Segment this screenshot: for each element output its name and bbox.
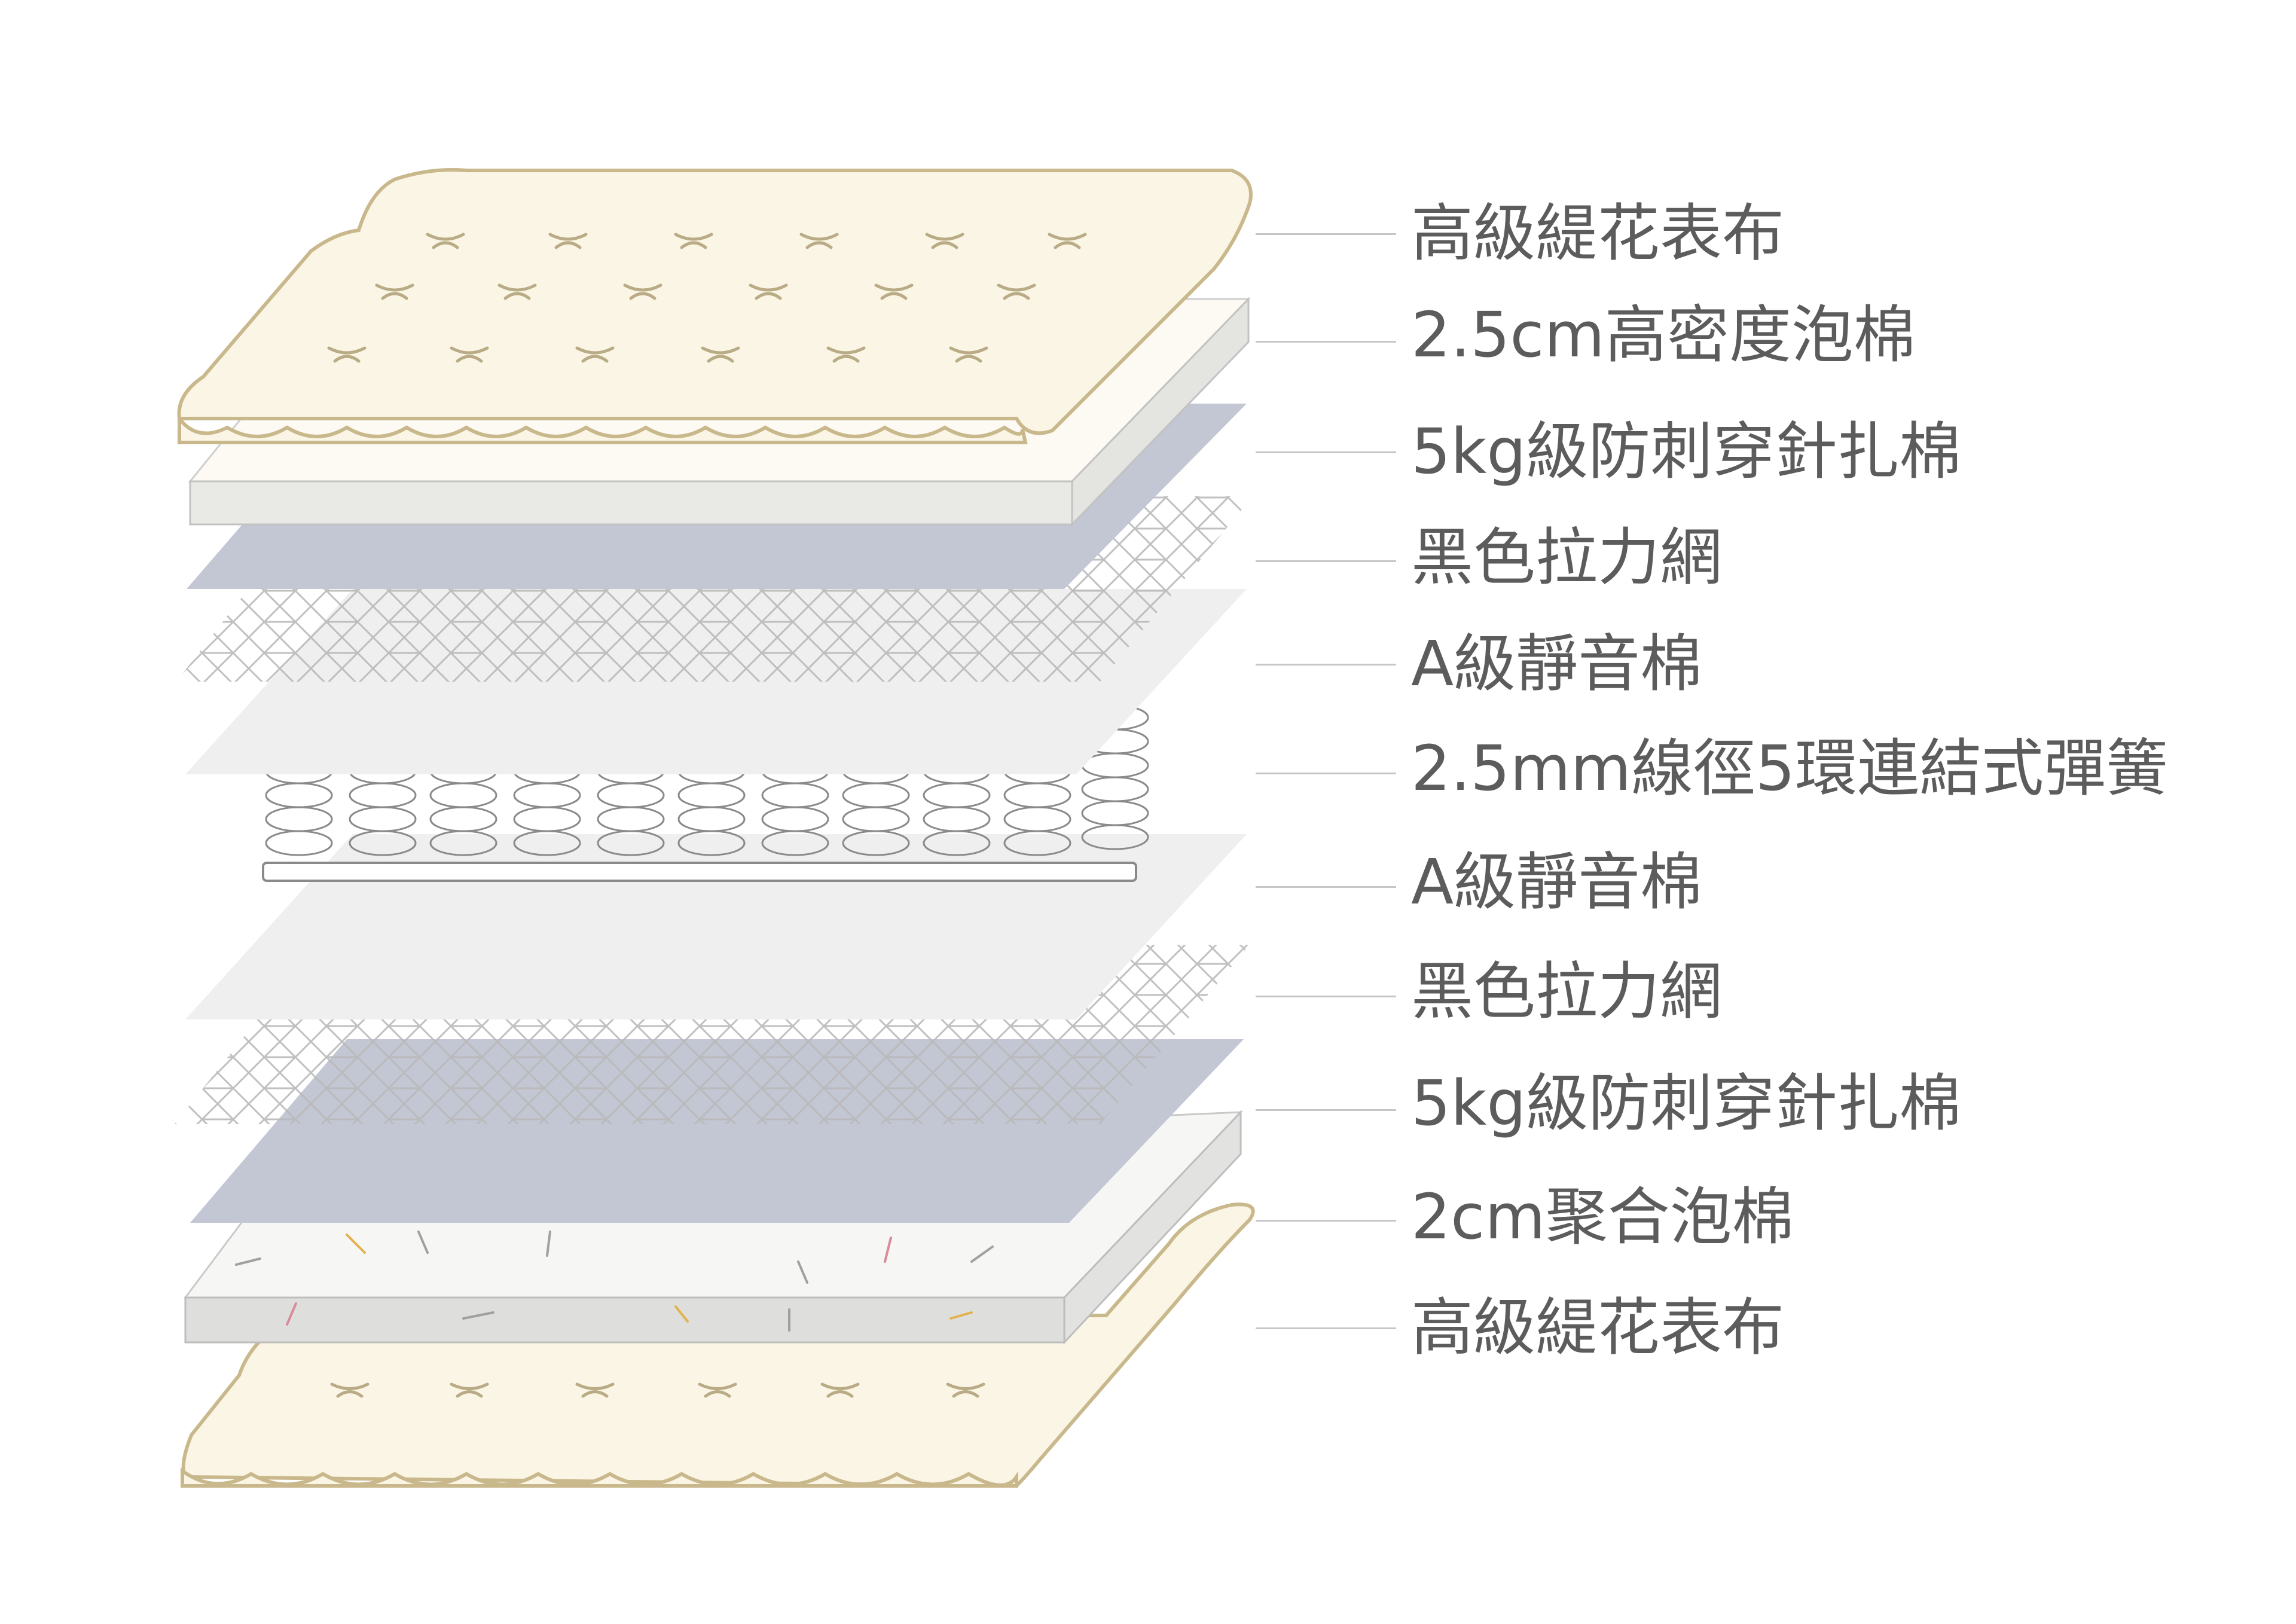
leader-line <box>1256 664 1396 666</box>
label-lower-silent-cotton: A級靜音棉 <box>1411 845 1703 918</box>
leader-line <box>1256 886 1396 888</box>
spring-coil <box>429 806 497 832</box>
bottom-jacquard-fabric-layer <box>181 1202 1255 1488</box>
tuft-stitch <box>1048 233 1087 249</box>
tuft-stitch <box>497 283 537 300</box>
spring-coil <box>677 806 746 832</box>
spring-coil <box>349 806 417 832</box>
label-lower-puncture-felt: 5kg級防刺穿針扎棉 <box>1411 1067 1962 1140</box>
top-jacquard-fabric-layer <box>177 168 1253 444</box>
tuft-stitch <box>575 346 615 363</box>
spring-coil <box>761 782 829 808</box>
spring-coil <box>597 830 665 856</box>
tuft-stitch <box>949 346 988 363</box>
spring-coil <box>677 782 746 808</box>
tuft-stitch <box>450 346 489 363</box>
spring-coil <box>265 830 333 856</box>
spring-coil <box>1081 824 1149 850</box>
tuft-stitch <box>826 346 866 363</box>
spring-coil <box>923 806 991 832</box>
tuft-stitch <box>327 346 367 363</box>
spring-coil <box>513 782 581 808</box>
spring-coil <box>1003 806 1071 832</box>
spring-coil <box>1003 830 1071 856</box>
label-spring-unit: 2.5mm線徑5環連結式彈簧 <box>1411 732 2169 805</box>
leader-line <box>1256 451 1396 453</box>
leader-line <box>1256 773 1396 774</box>
spring-coil <box>842 830 910 856</box>
spring-coil <box>923 830 991 856</box>
tuft-stitch <box>375 283 414 300</box>
spring-coil <box>349 782 417 808</box>
label-lower-tension-net: 黑色拉力網 <box>1411 955 1723 1028</box>
spring-coil <box>842 806 910 832</box>
label-bottom-jacquard-fabric: 高級緹花表布 <box>1411 1291 1785 1364</box>
tuft-stitch <box>997 283 1036 300</box>
spring-coil <box>265 782 333 808</box>
spring-coil <box>349 830 417 856</box>
label-polymer-foam: 2cm聚合泡棉 <box>1411 1180 1794 1253</box>
tuft-stitch <box>623 283 662 300</box>
tuft-stitch <box>674 233 713 249</box>
tuft-stitch <box>701 346 740 363</box>
tuft-stitch <box>874 283 914 300</box>
spring-coil <box>677 830 746 856</box>
spring-coil <box>761 830 829 856</box>
spring-coil <box>265 806 333 832</box>
leader-line <box>1256 560 1396 562</box>
spring-coil <box>513 806 581 832</box>
tuft-stitch <box>548 233 588 249</box>
leader-line <box>1256 233 1396 235</box>
spring-coil <box>842 782 910 808</box>
spring-coil <box>597 782 665 808</box>
spring-coil <box>1081 776 1149 802</box>
leader-line <box>1256 1220 1396 1222</box>
leader-line <box>1256 1109 1396 1111</box>
spring-coil <box>513 830 581 856</box>
tuft-stitch <box>749 283 788 300</box>
spring-coil <box>429 830 497 856</box>
spring-coil <box>1081 800 1149 826</box>
leader-line <box>1256 1327 1396 1329</box>
leader-line <box>1256 341 1396 343</box>
label-upper-silent-cotton: A級靜音棉 <box>1411 627 1703 700</box>
spring-coil <box>761 806 829 832</box>
label-high-density-foam: 2.5cm高密度泡棉 <box>1411 298 1916 371</box>
label-upper-puncture-felt: 5kg級防刺穿針扎棉 <box>1411 415 1962 488</box>
label-top-jacquard-fabric: 高級緹花表布 <box>1411 197 1785 270</box>
tuft-stitch <box>799 233 839 249</box>
spring-coil <box>429 782 497 808</box>
spring-coil <box>1003 782 1071 808</box>
spring-coil <box>923 782 991 808</box>
tuft-stitch <box>426 233 465 249</box>
label-upper-tension-net: 黑色拉力網 <box>1411 521 1723 594</box>
spring-coil <box>597 806 665 832</box>
leader-line <box>1256 996 1396 997</box>
tuft-stitch <box>925 233 964 249</box>
